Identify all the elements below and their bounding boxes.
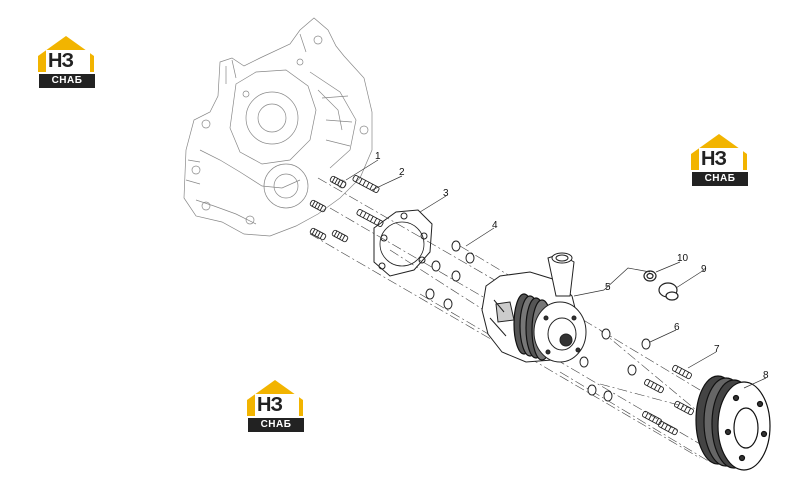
watermark-logo: НЗ СНАБ [36,34,98,94]
gasket [373,209,433,277]
logo-brand-text: НЗ [701,148,727,170]
callout-6: 6 [674,322,680,333]
logo-sub-text: СНАБ [692,172,748,186]
studs [309,175,384,243]
logo-sub-text: СНАБ [248,418,304,432]
callout-10: 10 [677,253,689,264]
callout-5: 5 [605,282,611,293]
logo-sub-text: СНАБ [39,74,95,88]
callout-7: 7 [714,344,720,355]
house-logo-icon [691,134,747,170]
engine-housing [183,17,373,237]
callout-4: 4 [492,220,498,231]
nuts [425,240,475,310]
drain-plug [658,282,679,301]
logo-brand-text: НЗ [257,394,283,416]
pulley-bolts [642,364,694,436]
callout-8: 8 [763,370,769,381]
house-logo-icon [247,380,303,416]
house-logo-icon [38,36,94,72]
callout-9: 9 [701,264,707,275]
pulley-nuts [579,328,651,402]
logo-brand-text: НЗ [48,50,74,72]
leader-lines [345,159,767,389]
watermark-logo: НЗ СНАБ [689,132,751,192]
callout-3: 3 [443,188,449,199]
callout-1: 1 [375,151,381,162]
pulley [695,375,771,471]
watermark-logo: НЗ СНАБ [245,378,307,438]
seal-ring [643,270,657,282]
water-pump [481,252,587,363]
callout-2: 2 [399,167,405,178]
